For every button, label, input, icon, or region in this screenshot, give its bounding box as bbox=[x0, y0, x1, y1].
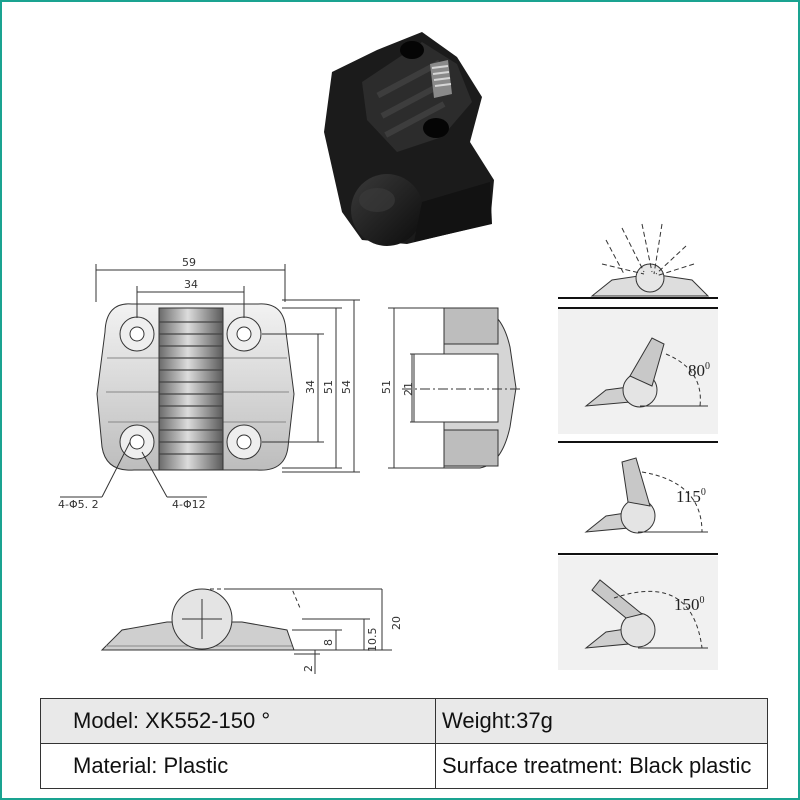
dim-bottom-20: 20 bbox=[390, 616, 403, 630]
angle-150-label: 1500 bbox=[674, 595, 705, 614]
dim-bottom-2: 2 bbox=[302, 665, 315, 672]
spec-row: Model: XK552-150 ° Weight:37g bbox=[40, 698, 768, 744]
spec-row: Material: Plastic Surface treatment: Bla… bbox=[40, 743, 768, 789]
dim-height-inner: 51 bbox=[322, 380, 335, 394]
technical-drawing: 59 34 34 51 54 4-Φ5. 2 4-Φ12 51 21 20 10… bbox=[58, 32, 718, 674]
spec-weight: Weight:37g bbox=[435, 698, 768, 744]
dim-width-overall: 59 bbox=[182, 256, 196, 269]
angle-panel-fan bbox=[558, 223, 718, 299]
front-view bbox=[60, 264, 360, 498]
dim-hole-large: 4-Φ12 bbox=[172, 498, 206, 511]
spec-material: Material: Plastic bbox=[40, 743, 436, 789]
spec-table: Model: XK552-150 ° Weight:37g Material: … bbox=[40, 698, 768, 789]
dim-hole-small: 4-Φ5. 2 bbox=[58, 498, 99, 511]
spec-surface: Surface treatment: Black plastic bbox=[435, 743, 768, 789]
angle-80-label: 800 bbox=[688, 361, 710, 380]
side-view bbox=[388, 307, 522, 469]
dim-bottom-10-5: 10.5 bbox=[366, 628, 379, 653]
dim-height-hole-pitch: 34 bbox=[304, 380, 317, 394]
angle-panel-115 bbox=[558, 441, 718, 555]
dim-bottom-8: 8 bbox=[322, 639, 335, 646]
spec-model: Model: XK552-150 ° bbox=[40, 698, 436, 744]
angle-115-label: 1150 bbox=[676, 487, 706, 506]
dim-side-inner: 21 bbox=[402, 382, 415, 396]
product-photo bbox=[324, 32, 494, 246]
angle-panel-80 bbox=[558, 307, 718, 434]
dim-side-height: 51 bbox=[380, 380, 393, 394]
angle-panel-150 bbox=[558, 556, 718, 670]
bottom-view bbox=[100, 588, 392, 674]
dim-hole-pitch: 34 bbox=[184, 278, 198, 291]
dim-height-overall: 54 bbox=[340, 380, 353, 394]
